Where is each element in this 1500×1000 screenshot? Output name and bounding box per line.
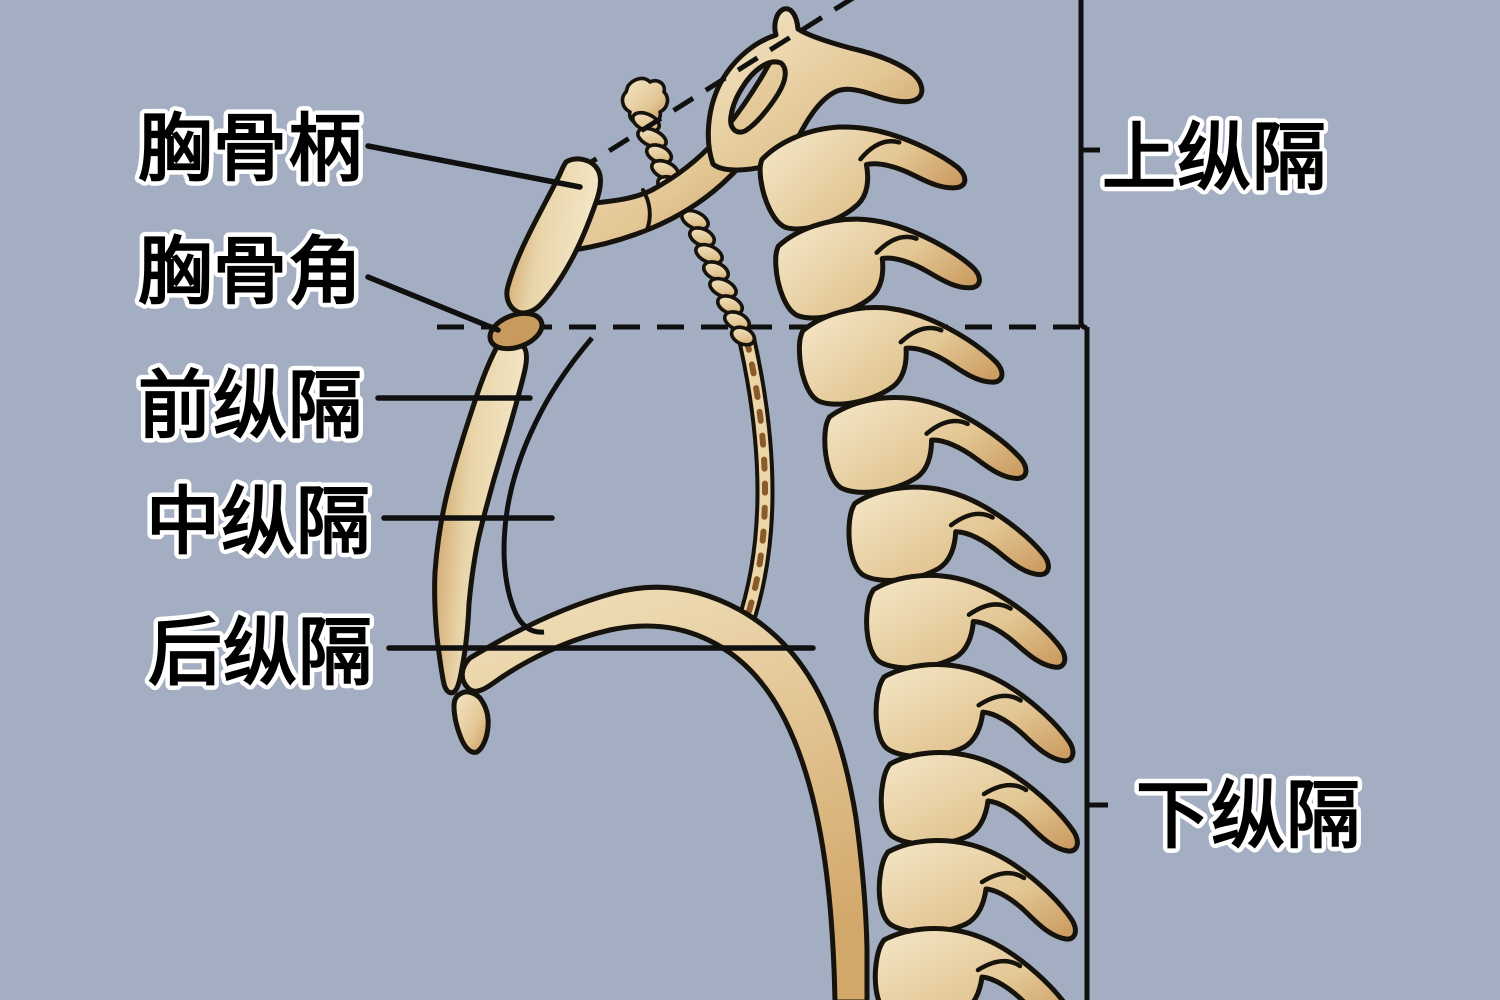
label-manubrium: 胸骨柄 [138, 107, 363, 190]
label-posterior-mediastinum: 后纵隔 [148, 611, 373, 694]
esophagus [734, 331, 775, 637]
leader-lines [365, 143, 816, 651]
leader-manubrium [365, 143, 583, 190]
label-sternal-angle: 胸骨角 [138, 230, 363, 313]
upper-vertebra-complex [705, 6, 925, 173]
label-inferior-mediastinum: 下纵隔 [1136, 774, 1361, 857]
leader-sternal-angle [365, 274, 501, 333]
label-superior-mediastinum: 上纵隔 [1102, 116, 1327, 199]
label-anterior-mediastinum: 前纵隔 [138, 364, 363, 447]
thoracic-inlet-dashed-line [575, 0, 855, 174]
costal-arch-bone [459, 584, 870, 1000]
esophagus-dashes [741, 338, 768, 630]
cricoid-cartilage [620, 76, 670, 126]
rib-cartilage-joint-line [641, 188, 652, 232]
xiphoid-process-bone [451, 689, 491, 755]
manubrium-bone [504, 156, 604, 316]
sternal-angle-joint [487, 310, 545, 352]
bracket-lines [1078, 0, 1108, 1000]
labels-group: 胸骨柄 胸骨角 前纵隔 中纵隔 后纵隔 上纵隔 下纵隔 [134, 103, 1365, 862]
label-middle-mediastinum: 中纵隔 [146, 480, 371, 563]
